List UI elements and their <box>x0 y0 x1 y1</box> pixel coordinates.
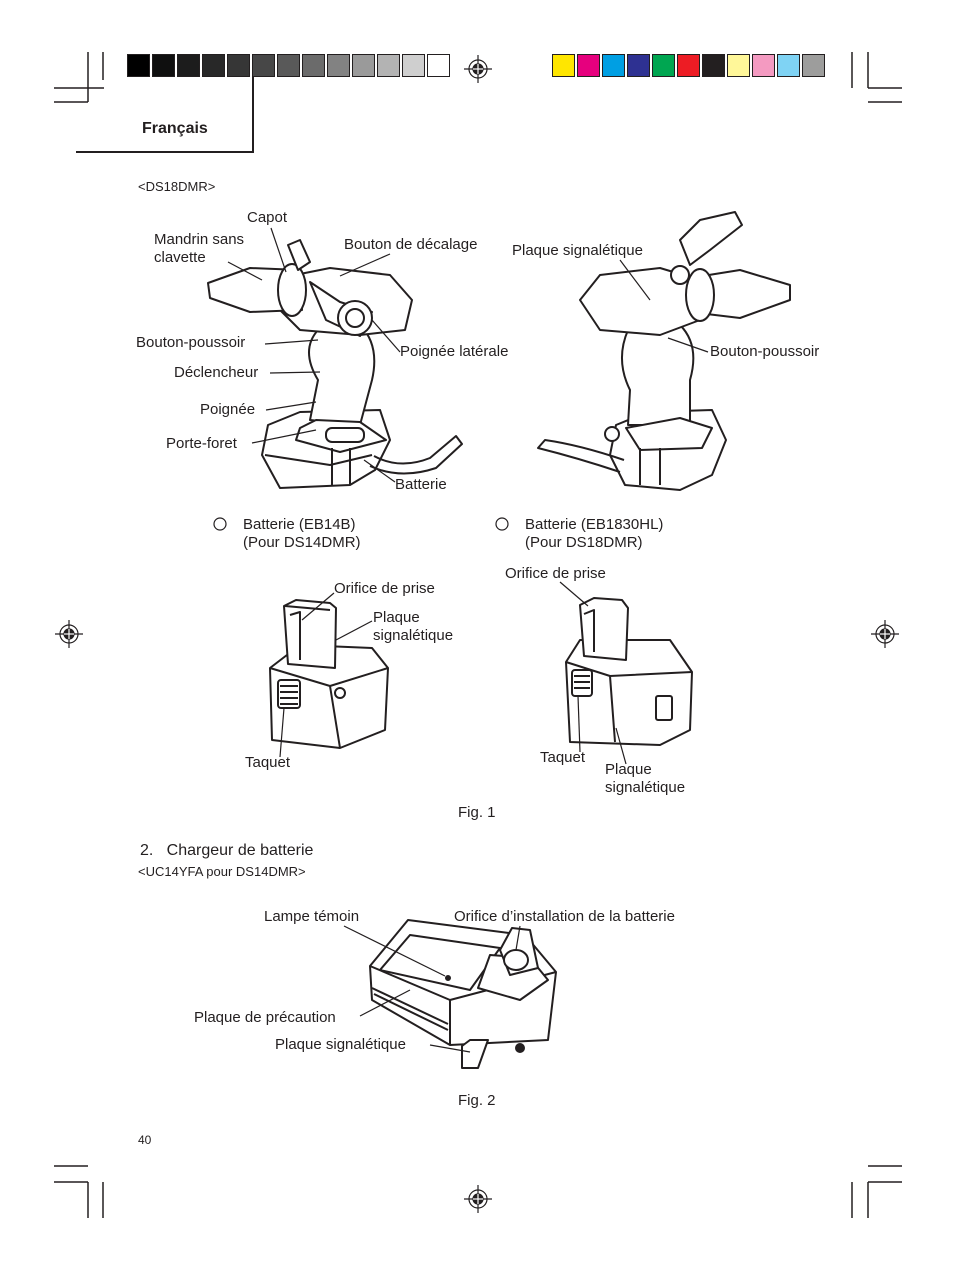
battery-right-taquet: Taquet <box>540 749 586 766</box>
grayscale-bar-swatch <box>402 54 425 77</box>
label-orifice-installation: Orifice d’installation de la batterie <box>454 908 675 925</box>
color-bar-swatch <box>577 54 600 77</box>
battery-right-orifice: Orifice de prise <box>505 565 606 582</box>
battery-right-illustration <box>565 597 693 746</box>
label-plaque-precaution: Plaque de précaution <box>194 1009 336 1026</box>
color-bar-swatch <box>702 54 725 77</box>
battery-left-plaque: Plaque signalétique <box>373 609 454 644</box>
color-bar-swatch <box>802 54 825 77</box>
label-batterie: Batterie <box>395 476 447 493</box>
grayscale-bar-swatch <box>377 54 400 77</box>
charger-illustration <box>369 919 557 1069</box>
label-porte-foret: Porte-foret <box>166 435 237 452</box>
drill-left-illustration <box>207 239 463 489</box>
label-bouton-poussoir-left: Bouton-poussoir <box>136 334 246 351</box>
section2-heading: 2. Chargeur de batterie <box>140 842 314 859</box>
label-mandrin: Mandrin sans clavette <box>154 231 245 266</box>
label-capot: Capot <box>247 209 288 226</box>
drill-right-illustration <box>537 211 791 491</box>
label-plaque-signaletique: Plaque signalétique <box>512 242 643 259</box>
battery-left-illustration <box>269 599 389 749</box>
model-label-ds18dmr: <DS18DMR> <box>138 179 216 194</box>
grayscale-bar-swatch <box>177 54 200 77</box>
grayscale-bar <box>127 54 452 77</box>
grayscale-bar-swatch <box>252 54 275 77</box>
color-bar-swatch <box>727 54 750 77</box>
grayscale-bar-swatch <box>427 54 450 77</box>
label-poignee: Poignée <box>200 401 256 418</box>
color-bar-swatch <box>777 54 800 77</box>
label-bouton-poussoir-right: Bouton-poussoir <box>710 343 820 360</box>
battery-left-taquet: Taquet <box>245 754 291 771</box>
label-lampe-temoin: Lampe témoin <box>264 908 360 925</box>
battery-left-orifice: Orifice de prise <box>334 580 435 597</box>
grayscale-bar-swatch <box>302 54 325 77</box>
color-bar-swatch <box>602 54 625 77</box>
battery-right-plaque: Plaque signalétique <box>605 761 686 796</box>
leader-lines <box>227 227 709 1053</box>
label-bouton-decalage: Bouton de décalage <box>344 236 478 253</box>
registration-marks <box>55 55 899 1213</box>
language-tab-box <box>76 77 254 153</box>
grayscale-bar-swatch <box>352 54 375 77</box>
section2-model-label: <UC14YFA pour DS14DMR> <box>138 864 306 879</box>
color-bar-swatch <box>752 54 775 77</box>
crop-marks <box>54 52 902 1218</box>
grayscale-bar-swatch <box>127 54 150 77</box>
page-number: 40 <box>138 1133 152 1147</box>
figure1-caption: Fig. 1 <box>458 804 496 821</box>
color-bar-swatch <box>652 54 675 77</box>
label-poignee-laterale: Poignée latérale <box>400 343 509 360</box>
label-declencheur: Déclencheur <box>174 364 259 381</box>
battery-right-title: Batterie (EB1830HL) (Pour DS18DMR) <box>525 516 664 551</box>
bullet-circles <box>213 517 509 531</box>
color-bar <box>552 54 827 77</box>
grayscale-bar-swatch <box>152 54 175 77</box>
battery-left-title: Batterie (EB14B) (Pour DS14DMR) <box>243 516 361 551</box>
grayscale-bar-swatch <box>227 54 250 77</box>
language-tab-title: Français <box>142 120 208 137</box>
grayscale-bar-swatch <box>202 54 225 77</box>
color-bar-swatch <box>552 54 575 77</box>
color-bar-swatch <box>627 54 650 77</box>
grayscale-bar-swatch <box>277 54 300 77</box>
grayscale-bar-swatch <box>327 54 350 77</box>
figure2-caption: Fig. 2 <box>458 1092 496 1109</box>
label-plaque-signaletique-charger: Plaque signalétique <box>275 1036 406 1053</box>
color-bar-swatch <box>677 54 700 77</box>
